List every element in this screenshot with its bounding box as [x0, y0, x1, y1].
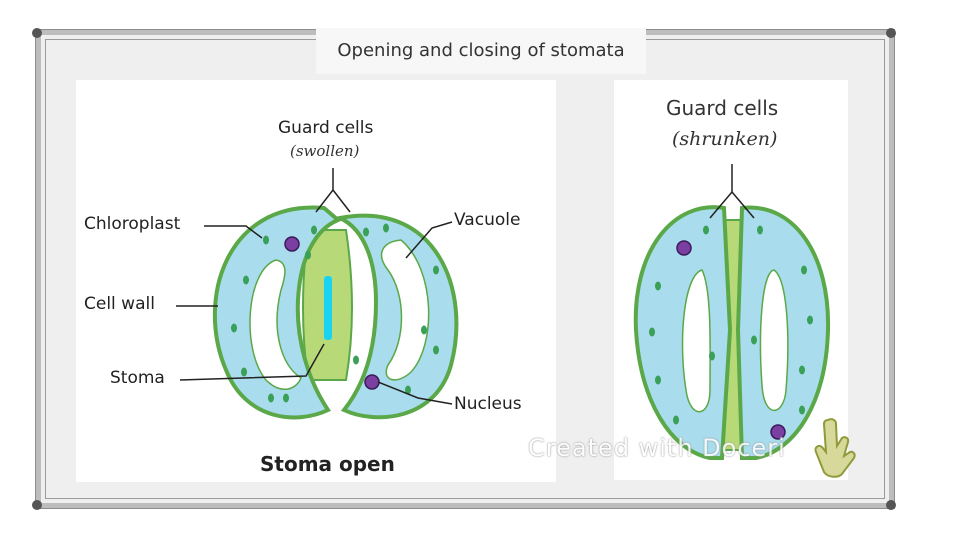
- stoma-open-panel: Guard cells (swollen) Chloroplast Vacuol…: [76, 80, 556, 482]
- closed-right-nucleus: [770, 424, 786, 440]
- stoma-pore: [324, 276, 332, 340]
- vacuole-leader: [405, 221, 453, 259]
- label-cell-wall: Cell wall: [84, 294, 155, 314]
- left-nucleus: [284, 236, 300, 252]
- label-vacuole: Vacuole: [454, 210, 521, 230]
- label-chloroplast: Chloroplast: [84, 214, 181, 234]
- label-guard-cells: Guard cells: [278, 118, 374, 138]
- frame-corner-bottom-left: [32, 500, 42, 510]
- right-vacuole: [380, 239, 430, 381]
- label-nucleus: Nucleus: [454, 394, 522, 414]
- label-swollen: (swollen): [290, 142, 360, 160]
- doceri-watermark: Created with Doceri: [528, 434, 786, 462]
- stoma-leader: [179, 343, 325, 381]
- closed-label-guard-cells: Guard cells: [666, 96, 779, 120]
- label-stoma: Stoma: [110, 368, 165, 388]
- right-guard-cell: [333, 213, 459, 420]
- doceri-hand-icon: [814, 418, 856, 478]
- right-nucleus: [364, 374, 380, 390]
- frame-corner-top-right: [886, 28, 896, 38]
- nucleus-leader: [377, 381, 453, 405]
- left-vacuole: [249, 259, 302, 390]
- chloroplasts: [231, 223, 439, 403]
- frame-corner-top-left: [32, 28, 42, 38]
- caption-stoma-open: Stoma open: [260, 452, 395, 476]
- closed-guard-cells-leader-right: [731, 191, 755, 219]
- closed-left-nucleus: [676, 240, 692, 256]
- frame-corner-bottom-right: [886, 500, 896, 510]
- guard-cells-leader-right: [332, 189, 351, 213]
- closed-right-vacuole: [759, 269, 789, 412]
- closed-label-shrunken: (shrunken): [672, 128, 778, 150]
- closed-left-vacuole: [681, 269, 711, 413]
- guard-cells-leader-left: [315, 168, 334, 213]
- closed-chloroplasts: [649, 225, 813, 425]
- chloroplast-leader: [204, 225, 263, 239]
- stoma-closed-diagram: [633, 164, 831, 460]
- stoma-closed-panel: Guard cells (shrunken): [614, 80, 848, 480]
- stoma-open-diagram: [176, 168, 459, 420]
- slide-title: Opening and closing of stomata: [316, 28, 646, 74]
